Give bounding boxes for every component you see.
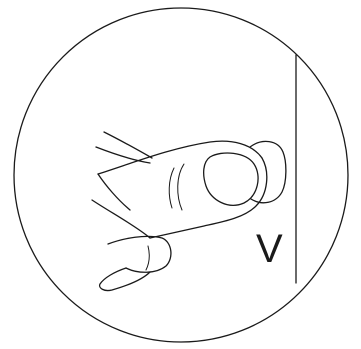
diagram-label: V <box>256 227 283 271</box>
circle-frame <box>14 8 348 342</box>
thumb-press-icon <box>92 132 267 291</box>
